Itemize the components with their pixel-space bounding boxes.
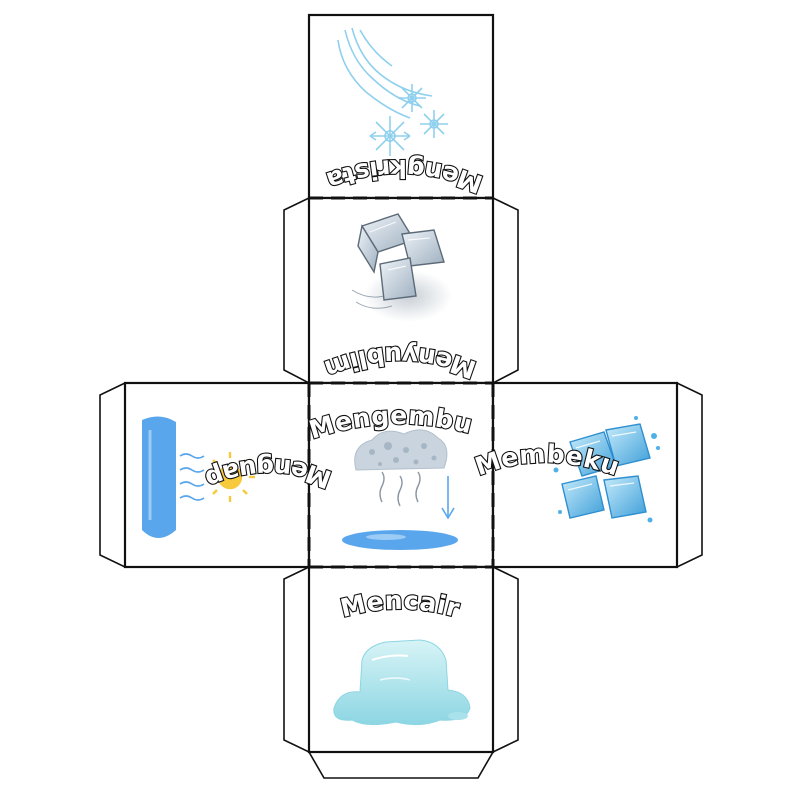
fold-lines <box>307 196 495 569</box>
ice-cubes-icon <box>351 213 452 322</box>
tab-far-right <box>676 381 703 569</box>
sun-icon <box>205 452 255 502</box>
melting-ice-icon <box>333 639 471 726</box>
tab-far-left <box>99 381 126 569</box>
tab-upper-left <box>283 196 310 385</box>
snowflake-icon <box>337 27 448 156</box>
tab-lower-left <box>283 565 310 754</box>
condensation-icon <box>342 429 458 550</box>
evaporation-icon <box>142 416 255 538</box>
tab-lower-right <box>492 565 519 754</box>
frozen-ice-icon <box>553 416 660 523</box>
tab-bottom <box>307 751 495 779</box>
tab-upper-right <box>492 196 519 385</box>
